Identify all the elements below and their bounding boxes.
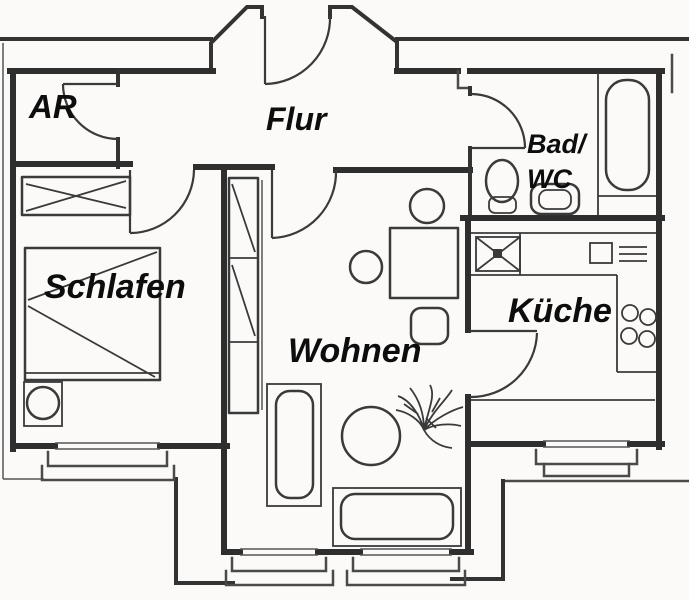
ar-door-arc bbox=[61, 83, 119, 141]
window-kueche bbox=[534, 440, 639, 478]
toilet-seat bbox=[488, 196, 517, 214]
building-outline bbox=[0, 37, 689, 585]
room-labels: AR Flur Bad/ WC Schlafen Wohnen Küche bbox=[28, 88, 612, 370]
kueche-door-arc bbox=[469, 332, 539, 399]
plant bbox=[395, 384, 464, 449]
bad-fixtures bbox=[484, 73, 656, 216]
balcony-left bbox=[174, 477, 235, 585]
schlafen-top-wall bbox=[10, 161, 275, 170]
room-label-wohnen: Wohnen bbox=[288, 332, 421, 370]
bad-door-arc bbox=[471, 92, 527, 149]
dining-table bbox=[388, 226, 460, 300]
door-kueche bbox=[469, 329, 539, 399]
room-label-schlafen: Schlafen bbox=[44, 268, 186, 306]
stove bbox=[589, 242, 647, 264]
sofa-vertical bbox=[266, 383, 322, 507]
outer-edge-left bbox=[2, 43, 44, 480]
room-label-bad-line2: WC bbox=[527, 164, 572, 194]
vestibule-wall-left bbox=[209, 5, 264, 73]
toilet bbox=[484, 158, 520, 204]
balcony-right bbox=[450, 479, 505, 581]
window-wohnen-right bbox=[345, 548, 467, 587]
window-schlafen bbox=[40, 442, 176, 482]
door-wohnen bbox=[270, 169, 338, 240]
chair-top bbox=[408, 187, 446, 225]
tub-enclosure bbox=[597, 73, 656, 215]
room-label-kueche: Küche bbox=[508, 292, 612, 330]
hob-burners bbox=[620, 304, 657, 348]
entrance-vestibule bbox=[209, 5, 399, 86]
bed bbox=[23, 246, 162, 382]
doors bbox=[61, 82, 539, 399]
room-label-flur: Flur bbox=[266, 101, 328, 137]
wardrobe bbox=[20, 175, 132, 217]
schlafen-furniture bbox=[20, 175, 162, 427]
schlafen-door-arc bbox=[129, 169, 196, 235]
washbasin-inner bbox=[538, 189, 572, 210]
built-in-closet bbox=[227, 176, 263, 415]
counter-column bbox=[616, 275, 656, 373]
nightstand bbox=[23, 381, 63, 427]
entrance-door-arc bbox=[264, 15, 332, 86]
chair-left bbox=[348, 249, 384, 285]
sofa-horizontal bbox=[332, 487, 462, 547]
window-wohnen-left bbox=[224, 548, 335, 587]
room-label-bad-line1: Bad/ bbox=[527, 129, 588, 159]
chair-bottom bbox=[409, 306, 450, 346]
bathtub bbox=[604, 78, 651, 192]
wohnen-furniture bbox=[266, 187, 464, 547]
kueche-fixtures bbox=[471, 232, 657, 373]
vestibule-wall-right bbox=[328, 5, 399, 73]
door-ar bbox=[61, 82, 119, 141]
room-label-ar: AR bbox=[28, 88, 77, 125]
kitchen-sink bbox=[475, 236, 521, 272]
windows bbox=[40, 440, 639, 587]
round-table bbox=[340, 405, 402, 467]
door-bad bbox=[471, 92, 527, 150]
walls bbox=[7, 68, 665, 555]
washbasin bbox=[529, 182, 581, 216]
door-schlafen bbox=[128, 169, 196, 235]
wohnen-door-arc bbox=[271, 169, 338, 240]
